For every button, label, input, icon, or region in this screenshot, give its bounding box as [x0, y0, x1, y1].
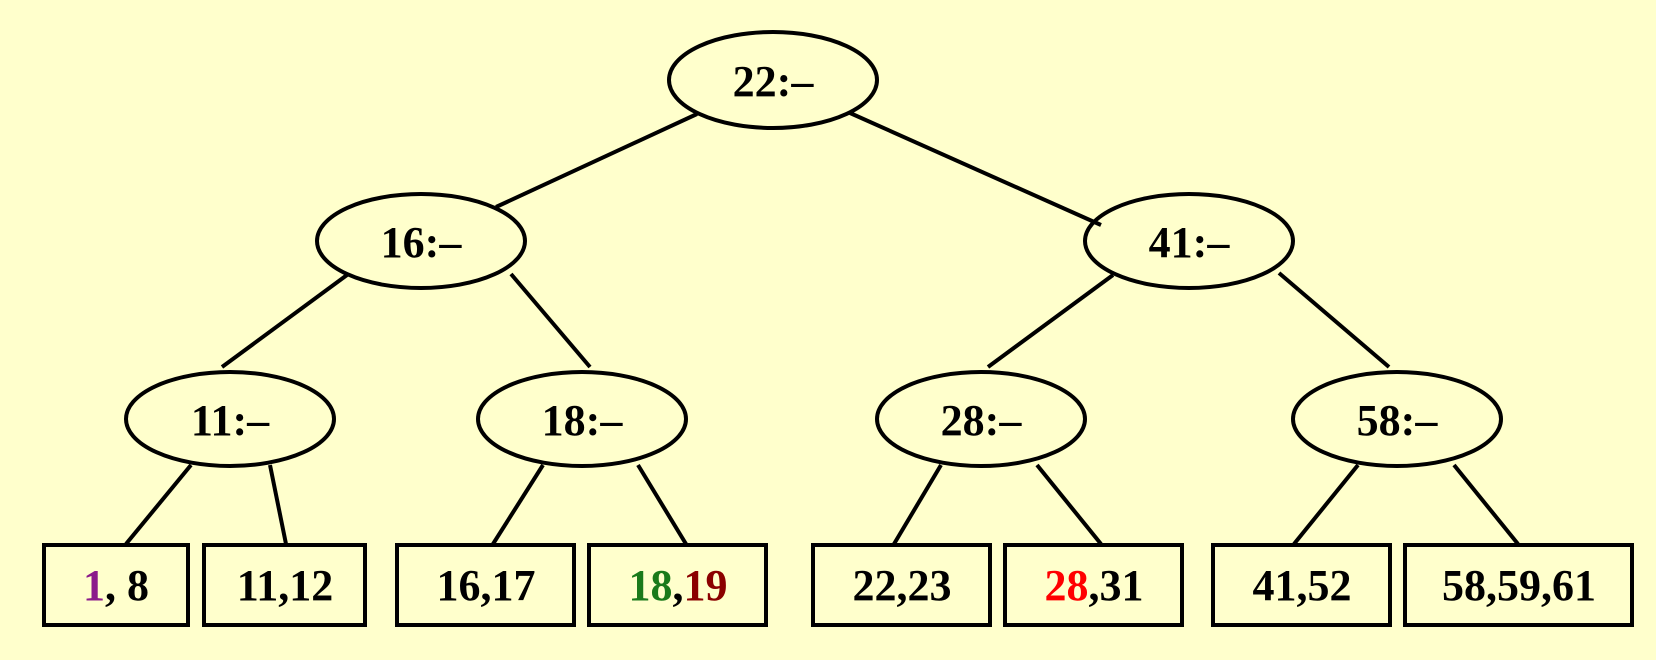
- leaf-2-label: 11,12: [236, 561, 334, 610]
- node-58-shape: [1291, 370, 1503, 468]
- node-28-label: 28:–: [940, 396, 1022, 445]
- leaf-5-box: [811, 543, 992, 627]
- leaf-4-box: [587, 543, 768, 627]
- node-58-label: 58:–: [1356, 396, 1438, 445]
- edge-11-leaf2: [268, 464, 288, 545]
- node-41-shape: [1083, 192, 1295, 290]
- leaf-6-key-28: 28: [1044, 561, 1089, 610]
- leaf-1-box: [42, 543, 190, 627]
- edge-22-41: [849, 111, 1102, 227]
- leaf-3-label: 16,17: [436, 561, 536, 610]
- node-18-shape: [476, 370, 688, 468]
- edge-58-leaf7: [1292, 463, 1360, 546]
- leaf-7-box: [1211, 543, 1392, 627]
- node-11-shape: [124, 370, 336, 468]
- edge-28-leaf6: [1035, 463, 1103, 546]
- edge-18-leaf3: [491, 463, 545, 546]
- leaf-4-label: 18,19: [629, 564, 728, 608]
- leaf-5-label: 22,23: [852, 561, 952, 610]
- leaf-8-label: 58,59,61: [1442, 561, 1596, 610]
- edge-41-28: [986, 273, 1115, 369]
- leaf-1-key-1: 1: [83, 561, 105, 610]
- leaf-1-rest: , 8: [105, 561, 149, 610]
- node-22-shape: [667, 30, 879, 130]
- leaf-3-box: [395, 543, 576, 627]
- node-16-shape: [315, 192, 527, 290]
- leaf-7-label: 41,52: [1252, 561, 1352, 610]
- edge-18-leaf4: [636, 463, 688, 546]
- leaf-4-sep: ,: [672, 561, 684, 610]
- leaf-4-key-19: 19: [683, 561, 728, 610]
- leaf-6-box: [1003, 543, 1184, 627]
- edge-11-leaf1: [124, 463, 193, 546]
- leaf-2-box: [202, 543, 367, 627]
- leaf-8-box: [1403, 543, 1634, 627]
- edge-22-16: [495, 112, 698, 209]
- leaf-4-key-18: 18: [628, 561, 673, 610]
- leaf-6-rest: ,31: [1088, 561, 1144, 610]
- node-28-shape: [875, 370, 1087, 468]
- leaf-6-label: 28,31: [1045, 564, 1144, 608]
- node-18-label: 18:–: [541, 396, 623, 445]
- edge-41-58: [1277, 271, 1391, 369]
- edge-16-11: [220, 273, 349, 369]
- node-11-label: 11:–: [190, 396, 270, 445]
- edge-28-leaf5: [892, 463, 943, 546]
- edge-16-18: [509, 272, 592, 369]
- node-41-label: 41:–: [1148, 218, 1230, 267]
- edge-58-leaf8: [1452, 463, 1520, 546]
- node-22-label: 22:–: [732, 57, 814, 106]
- node-16-label: 16:–: [380, 218, 462, 267]
- leaf-1-label: 1, 8: [83, 564, 149, 608]
